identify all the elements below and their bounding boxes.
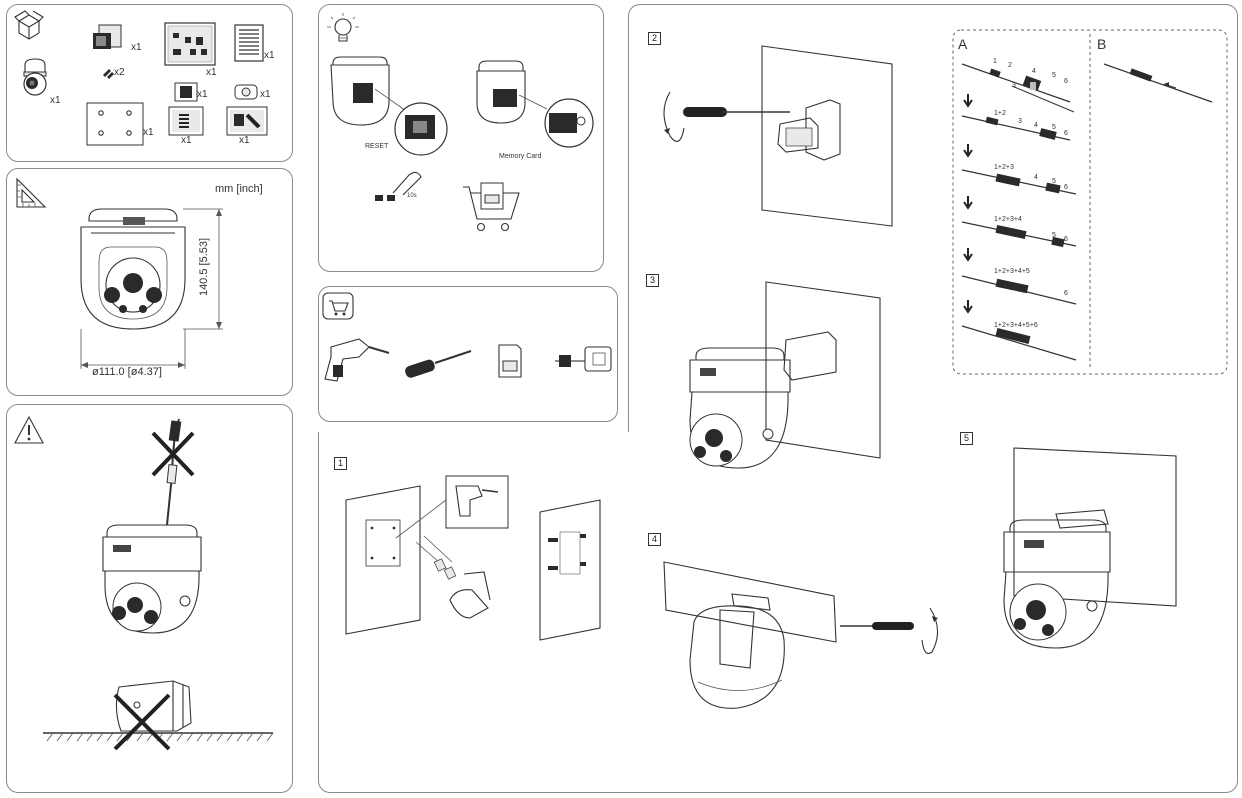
row3-part-a: 1+2+3 <box>994 164 1014 171</box>
warning-panel <box>6 404 293 793</box>
row1-part-5: 5 <box>1052 72 1056 79</box>
ruler-triangle-icon <box>16 177 47 208</box>
qty-camera: x1 <box>50 95 61 106</box>
row2-part-d: 5 <box>1052 124 1056 131</box>
screwdriver-icon <box>405 350 472 378</box>
camera-side-view <box>102 524 202 634</box>
warning-triangle-icon <box>14 415 44 444</box>
warning-illustration <box>14 415 274 751</box>
row1-part-4: 4 <box>1032 68 1036 75</box>
row2-part-b: 3 <box>1018 118 1022 125</box>
row4-part-c: 6 <box>1064 236 1068 243</box>
memory-card-camera <box>476 60 594 148</box>
memory-card-cart-icon <box>463 182 520 232</box>
step3-attach-camera <box>689 281 881 469</box>
step-1-label: 1 <box>334 457 347 470</box>
quick-guide-icon <box>164 22 216 66</box>
row1-part-6: 6 <box>1064 78 1068 85</box>
memory-card-label: Memory Card <box>499 153 542 160</box>
row4-part-a: 1+2+3+4 <box>994 216 1022 223</box>
power-adapter-icon <box>555 346 612 372</box>
qty-cable-kit: x1 <box>239 135 250 146</box>
row5-part-b: 6 <box>1064 290 1068 297</box>
power-drill-icon <box>324 338 390 382</box>
qty-bracket: x1 <box>131 42 142 53</box>
qty-waterproof: x1 <box>260 89 271 100</box>
row1-part-1: 1 <box>993 58 997 65</box>
packing-list-illustration <box>14 10 268 146</box>
screw-pack-icon <box>168 106 204 136</box>
row6-part-a: 1+2+3+4+5+6 <box>994 322 1038 329</box>
anchors-icon <box>174 82 198 102</box>
diameter-dimension-line <box>80 329 186 369</box>
dimension-unit: mm [inch] <box>215 183 263 195</box>
dimensions-panel: mm [inch] 140.5 [5.53] ø111.0 [ø4.37] <box>6 168 293 396</box>
dimensions-illustration <box>16 177 223 369</box>
bracket-icon <box>93 24 122 49</box>
row1-part-2: 2 <box>1008 62 1012 69</box>
camera-front-view <box>80 208 186 330</box>
press-reset-button-icon <box>375 171 422 201</box>
row3-part-d: 6 <box>1064 184 1068 191</box>
shopping-cart-icon <box>322 292 354 320</box>
camera-product-icon <box>23 58 47 96</box>
lightbulb-icon <box>327 13 359 42</box>
row5-part-a: 1+2+3+4+5 <box>994 268 1030 275</box>
step-5-label: 5 <box>960 432 973 445</box>
screws-icon <box>103 69 114 79</box>
row4-part-b: 5 <box>1052 232 1056 239</box>
mounting-template-icon <box>86 102 144 146</box>
step1-drill-holes <box>345 475 601 641</box>
memory-card-icon <box>498 344 522 378</box>
reset-label: RESET <box>365 143 389 150</box>
packing-list-panel: x1 x1 x2 x1 x1 x1 x1 x1 x1 x1 <box>6 4 293 162</box>
reset-camera <box>330 56 448 156</box>
tools-illustration <box>322 292 612 382</box>
row3-part-b: 4 <box>1034 174 1038 181</box>
tools-panel <box>318 286 618 422</box>
qty-screw-pack: x1 <box>181 135 192 146</box>
step2-mount-bracket <box>663 45 893 227</box>
diameter-dimension-label: ø111.0 [ø4.37] <box>92 366 162 378</box>
step4-tighten-screw <box>663 561 939 709</box>
qty-manual: x1 <box>264 50 275 61</box>
step-2-label: 2 <box>648 32 661 45</box>
qty-screws: x2 <box>114 67 125 78</box>
cable-section-a: A <box>958 36 968 52</box>
manual-icon <box>234 24 264 62</box>
row2-part-c: 4 <box>1034 122 1038 129</box>
row3-part-c: 5 <box>1052 178 1056 185</box>
qty-anchors: x1 <box>197 89 208 100</box>
row2-part-e: 6 <box>1064 130 1068 137</box>
tips-panel: RESET Memory Card 10s <box>318 4 604 272</box>
qty-template: x1 <box>143 127 154 138</box>
height-dimension-line <box>183 208 223 330</box>
cable-pull-prohibited <box>151 418 195 526</box>
qty-guide: x1 <box>206 67 217 78</box>
cable-assembly-diagram <box>952 29 1228 375</box>
package-box-icon <box>14 10 44 40</box>
row1-part-3: 3 <box>1012 82 1016 89</box>
press-time-label: 10s <box>407 193 417 199</box>
ground-placement-prohibited <box>43 680 274 751</box>
row2-part-a: 1+2 <box>994 110 1006 117</box>
step-4-label: 4 <box>648 533 661 546</box>
cable-section-b: B <box>1097 36 1107 52</box>
step5-finished-installation <box>1003 447 1177 649</box>
step-3-label: 3 <box>646 274 659 287</box>
cable-kit-icon <box>226 106 268 136</box>
waterproof-cap-icon <box>234 84 258 100</box>
tips-illustration <box>327 13 594 232</box>
